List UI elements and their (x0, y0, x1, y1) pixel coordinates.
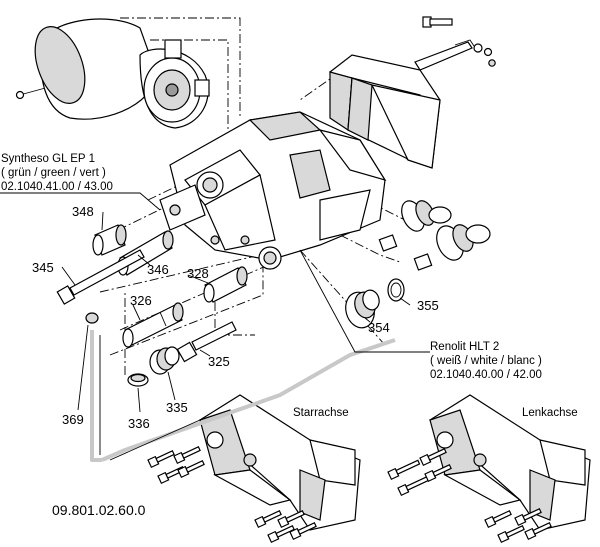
carrier-steering (429, 394, 591, 531)
grease-green-line1: Syntheso GL EP 1 (1, 153, 95, 165)
grease-white-line3: 02.1040.40.00 / 42.00 (430, 369, 542, 381)
grease-green-line2: ( grün / green / vert ) (1, 167, 106, 179)
label-369: 369 (62, 412, 84, 427)
pin-and-clip (414, 16, 496, 71)
clamp-336 (127, 373, 149, 387)
label-326: 326 (130, 293, 152, 308)
brake-pads (329, 54, 441, 169)
label-345: 345 (32, 260, 54, 275)
cap-369 (85, 312, 99, 324)
bottom-part-number: 09.801.02.60.0 (52, 502, 146, 518)
bolts-rigid (147, 446, 317, 544)
seal-354 (345, 289, 380, 329)
ring-355 (387, 278, 405, 302)
label-355: 355 (417, 298, 439, 313)
label-325: 325 (208, 354, 230, 369)
caliper-housing (159, 111, 387, 270)
boots (378, 200, 491, 271)
carrier-rigid-label: Starrachse (293, 407, 349, 419)
sleeve-326 (122, 302, 184, 348)
label-336: 336 (128, 416, 150, 431)
label-346: 346 (147, 262, 169, 277)
grease-white-line2: ( weiß / white / blanc ) (430, 355, 542, 367)
bolts-steering (387, 448, 552, 544)
bushing-335 (149, 346, 180, 375)
carrier-steering-label: Lenkachse (522, 407, 578, 419)
carrier-rigid (199, 394, 361, 531)
sleeve-328 (203, 266, 248, 303)
brake-chamber (15, 18, 210, 129)
label-354: 354 (368, 320, 390, 335)
labels: Syntheso GL EP 1 ( grün / green / vert )… (1, 153, 578, 518)
leader-lines (0, 192, 430, 455)
bushing-348 (92, 224, 127, 256)
grease-white-line1: Renolit HLT 2 (430, 341, 499, 353)
bolt-325 (176, 321, 237, 363)
label-335: 335 (166, 400, 188, 415)
grease-paths (90, 330, 396, 462)
bolt-345 (56, 249, 145, 305)
grease-green-line3: 02.1040.41.00 / 43.00 (1, 181, 113, 193)
label-328: 328 (187, 266, 209, 281)
label-348: 348 (72, 204, 94, 219)
